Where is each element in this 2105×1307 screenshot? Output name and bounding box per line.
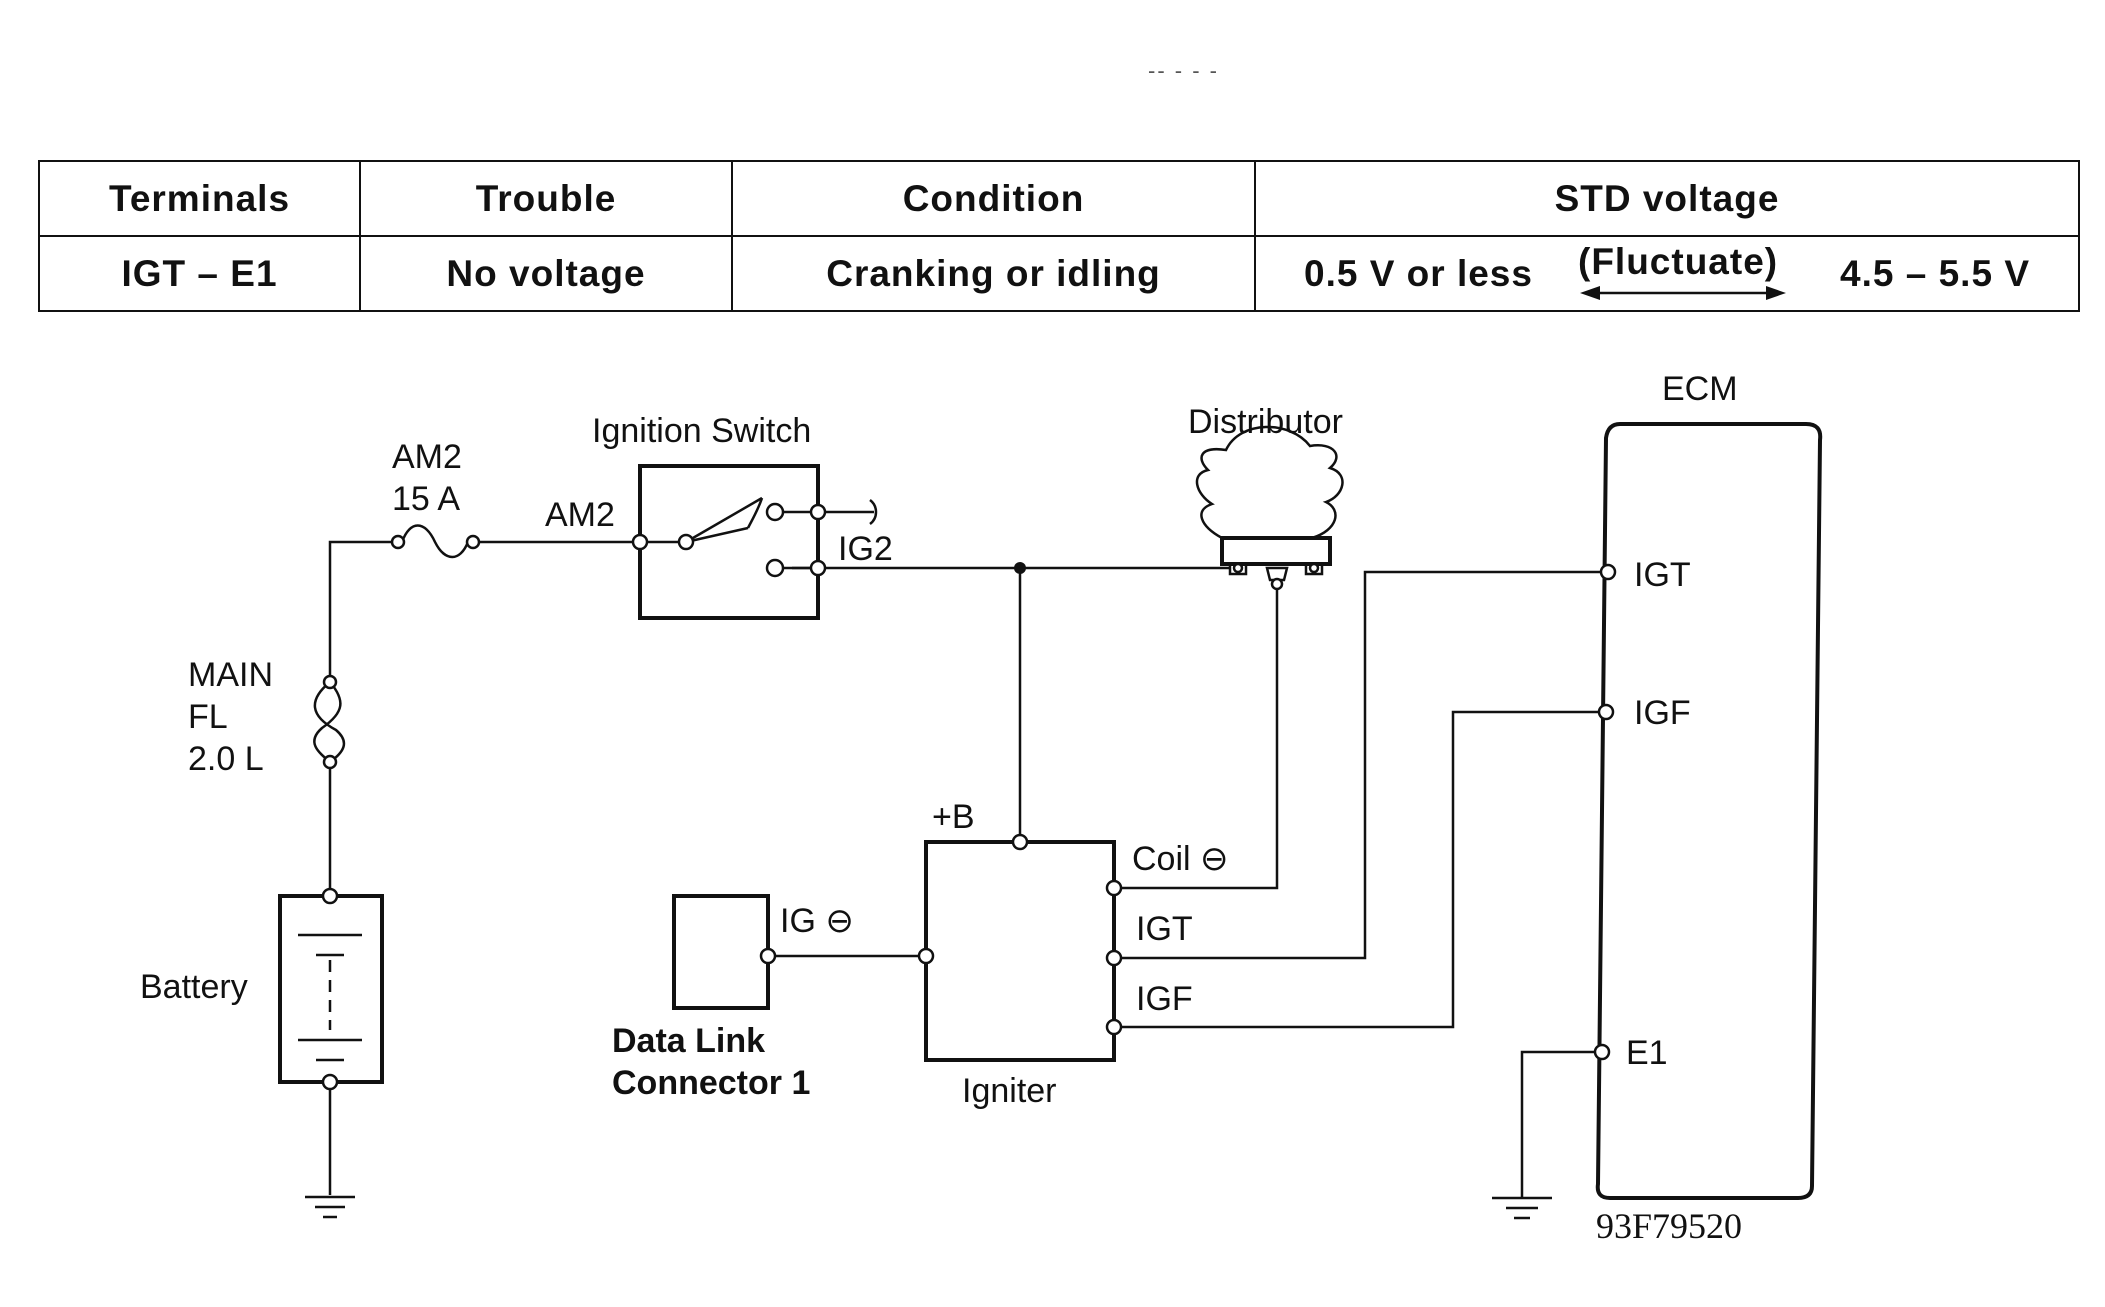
igniter-igf: IGF (1136, 980, 1193, 1018)
ignition-switch-title: Ignition Switch (592, 412, 811, 450)
data-link-connector-icon (672, 894, 777, 1010)
igniter-coil: Coil ⊖ (1132, 840, 1229, 878)
page-mark: -- - - - (1148, 58, 1219, 83)
dlc-terminal: IG ⊖ (780, 902, 854, 940)
spec-table: Terminals Trouble Condition STD voltage … (38, 160, 2080, 312)
main-fuse-line1: MAIN (188, 656, 273, 694)
voltage-low: 0.5 V or less (1304, 253, 1533, 294)
am2-fuse-rating: 15 A (392, 480, 460, 518)
battery-icon (278, 887, 384, 1091)
am2-fuse-name: AM2 (392, 438, 462, 476)
cell-condition: Cranking or idling (731, 235, 1256, 312)
am2-fuse-icon (390, 524, 481, 559)
double-arrow-icon (1580, 286, 1786, 300)
voltage-fluctuate: (Fluctuate) (1578, 241, 1779, 282)
ground-icon (305, 1195, 355, 1219)
igniter-icon (917, 833, 1123, 1062)
distributor-icon (1195, 425, 1344, 591)
junction-dot (1014, 562, 1026, 574)
table-row: IGT – E1 No voltage Cranking or idling 0… (38, 235, 2080, 312)
igniter-title: Igniter (962, 1072, 1057, 1110)
igniter-igt: IGT (1136, 910, 1193, 948)
table-header-row: Terminals Trouble Condition STD voltage (38, 160, 2080, 237)
ecm-e1: E1 (1626, 1034, 1668, 1072)
ignition-switch-ig2: IG2 (838, 530, 893, 568)
figure-code: 93F79520 (1596, 1206, 1742, 1246)
dlc-line1: Data Link (612, 1022, 765, 1060)
main-fuse-line2: FL (188, 698, 228, 736)
ignition-switch-am2: AM2 (545, 496, 615, 534)
dlc-line2: Connector 1 (612, 1064, 810, 1102)
cell-trouble: No voltage (359, 235, 733, 312)
header-condition: Condition (731, 160, 1256, 237)
header-terminals: Terminals (38, 160, 361, 237)
battery-label: Battery (140, 968, 248, 1006)
ecm-title: ECM (1662, 370, 1738, 408)
ground-icon (1492, 1196, 1552, 1220)
main-fuse-line3: 2.0 L (188, 740, 264, 778)
cell-std-voltage: 0.5 V or less (Fluctuate) 4.5 – 5.5 V (1254, 235, 2080, 312)
distributor-label: Distributor (1188, 403, 1343, 441)
ignition-switch-icon (631, 464, 878, 620)
igniter-plus-b: +B (932, 798, 975, 836)
ecm-icon (1593, 422, 1823, 1200)
cell-terminals: IGT – E1 (38, 235, 361, 312)
header-trouble: Trouble (359, 160, 733, 237)
fusible-link-icon (313, 674, 346, 770)
ecm-igt: IGT (1634, 556, 1691, 594)
voltage-high: 4.5 – 5.5 V (1840, 253, 2030, 294)
ecm-igf: IGF (1634, 694, 1691, 732)
header-std-voltage: STD voltage (1254, 160, 2080, 237)
